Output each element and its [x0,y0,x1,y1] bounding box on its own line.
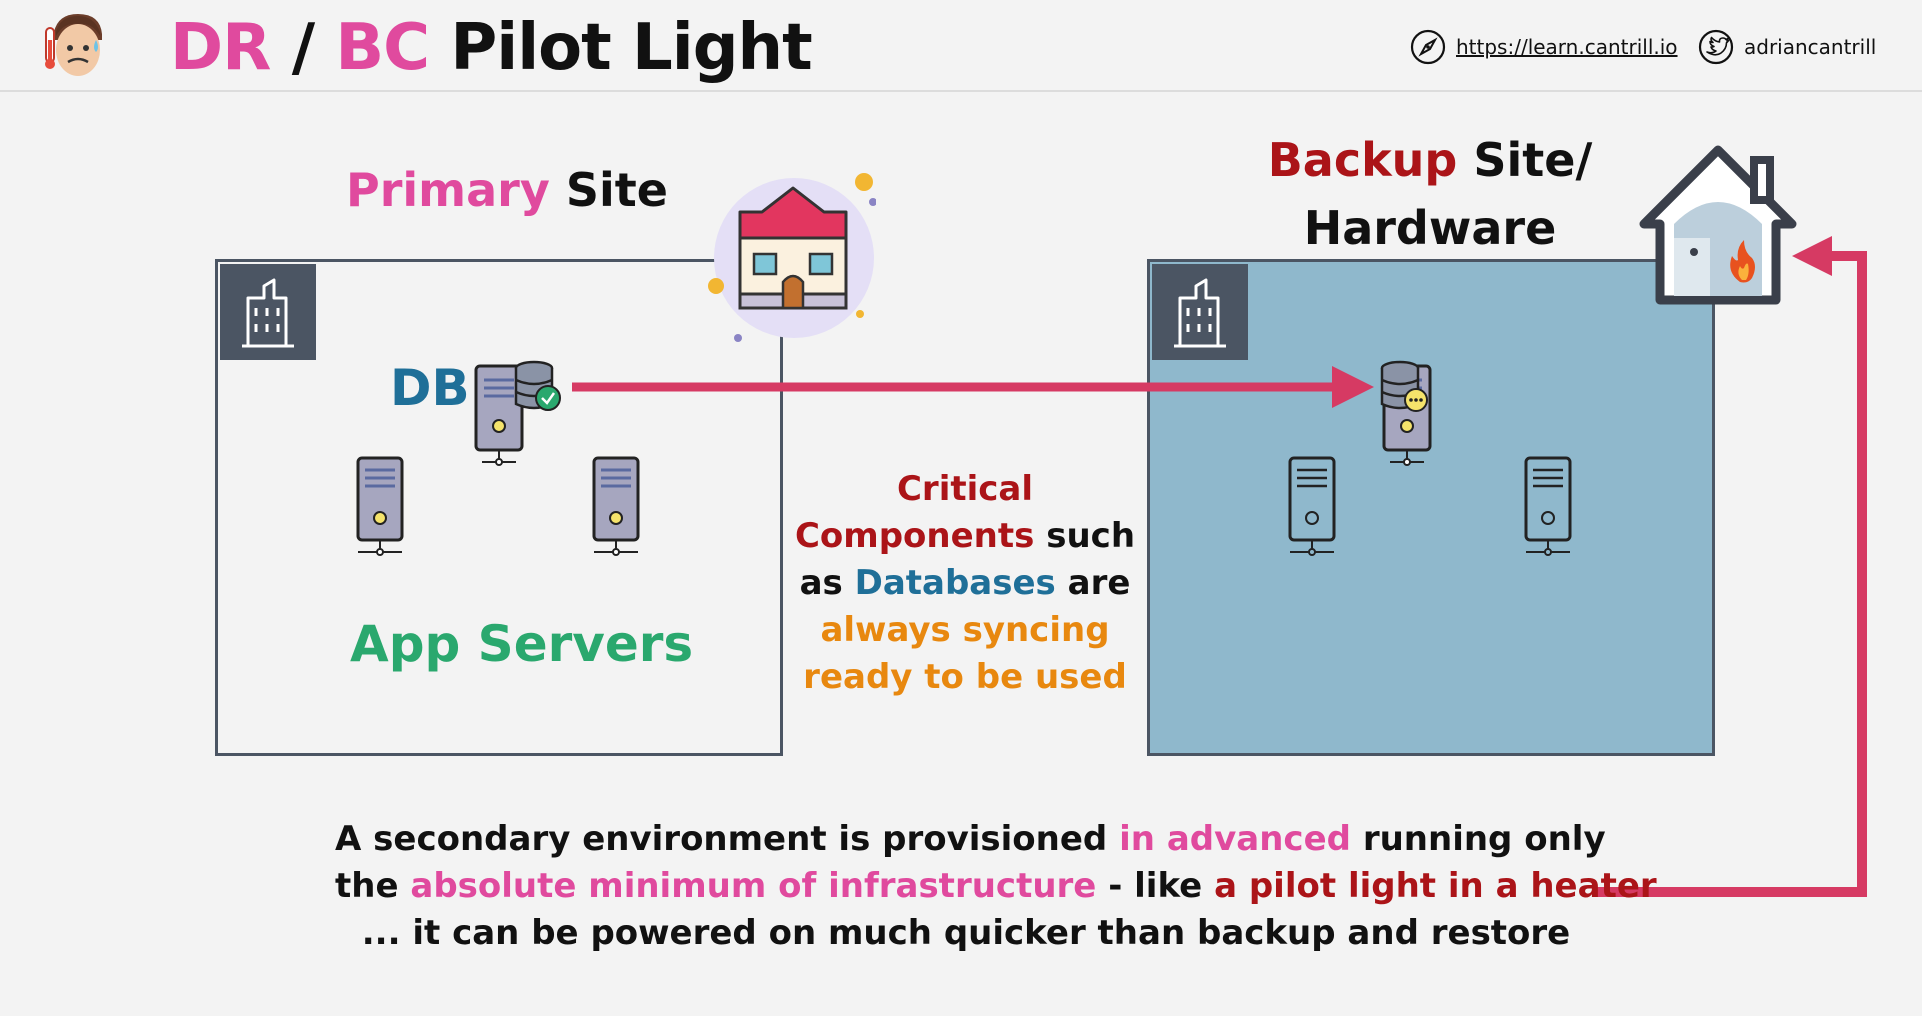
compass-icon [1410,29,1446,65]
primary-label-highlight: Primary [346,163,550,217]
summary-line-2: the absolute minimum of infrastructure -… [335,863,1657,910]
backup-building-tile [1152,264,1248,360]
summary-line2-c: - like [1108,866,1203,906]
summary-line-3: ... it can be powered on much quicker th… [361,913,1571,953]
presenter-sick-face-icon [45,14,102,76]
building-icon [242,278,294,348]
summary-line1-c: running only [1362,819,1606,859]
summary-text: A secondary environment is provisioned i… [335,816,1657,957]
server-tower-icon [1524,456,1572,556]
server-tower-icon [356,456,404,556]
server-tower-icon [1288,456,1336,556]
pilot-light-arrow [1594,236,1867,897]
app-servers-label: App Servers [350,615,694,673]
such-word: such [1046,516,1136,556]
db-label: DB [390,359,470,417]
twitter-handle[interactable]: adriancantrill [1744,35,1877,59]
databases-word: Databases [854,563,1056,603]
server-tower-icon [592,456,640,556]
backup-label-rest: Site/ [1473,133,1593,187]
summary-line2-d: a pilot light in a heater [1214,866,1657,906]
ready-phrase: ready to be used [803,657,1127,697]
sync-arrow [572,366,1374,408]
critical-components-text: Critical Components such as Databases ar… [775,466,1155,701]
backup-label-highlight: Backup [1267,133,1458,187]
twitter-link[interactable]: adriancantrill [1698,28,1898,66]
title-separator: / [291,11,315,85]
database-server-icon [474,360,561,466]
summary-line2-b: absolute minimum of infrastructure [410,866,1097,906]
backup-label-line2: Hardware [1303,201,1557,255]
header-bar: DR / BC Pilot Light https://learn.cantri… [0,0,1922,92]
critical-word: Critical [896,469,1034,509]
summary-line1-b: in advanced [1119,819,1351,859]
are-word: are [1067,563,1131,603]
components-word: Components [794,516,1035,556]
summary-line2-a: the [335,866,399,906]
title-dr: DR [170,11,271,85]
primary-site-box [215,259,783,756]
building-icon [1174,278,1226,348]
summary-line1-a: A secondary environment is provisioned [335,819,1108,859]
website-link[interactable]: https://learn.cantrill.io [1410,28,1678,66]
title-bc: BC [335,11,430,85]
primary-building-tile [220,264,316,360]
twitter-bird-icon [1698,29,1734,65]
always-syncing-phrase: always syncing [820,610,1110,650]
backup-site-box [1147,259,1715,756]
backup-site-label: Backup Site/ Hardware [1230,126,1630,262]
house-icon [708,173,876,342]
backup-label-line1: Backup Site/ [1230,126,1630,194]
website-url[interactable]: https://learn.cantrill.io [1456,35,1678,59]
as-word: as [799,563,843,603]
primary-label-rest: Site [565,163,668,217]
primary-site-label: Primary Site [346,160,668,220]
page-title: DR / BC Pilot Light [170,6,813,90]
house-with-flame-icon [1639,145,1797,305]
title-rest: Pilot Light [450,11,812,85]
summary-line-1: A secondary environment is provisioned i… [335,816,1606,863]
database-server-icon [1380,360,1432,466]
